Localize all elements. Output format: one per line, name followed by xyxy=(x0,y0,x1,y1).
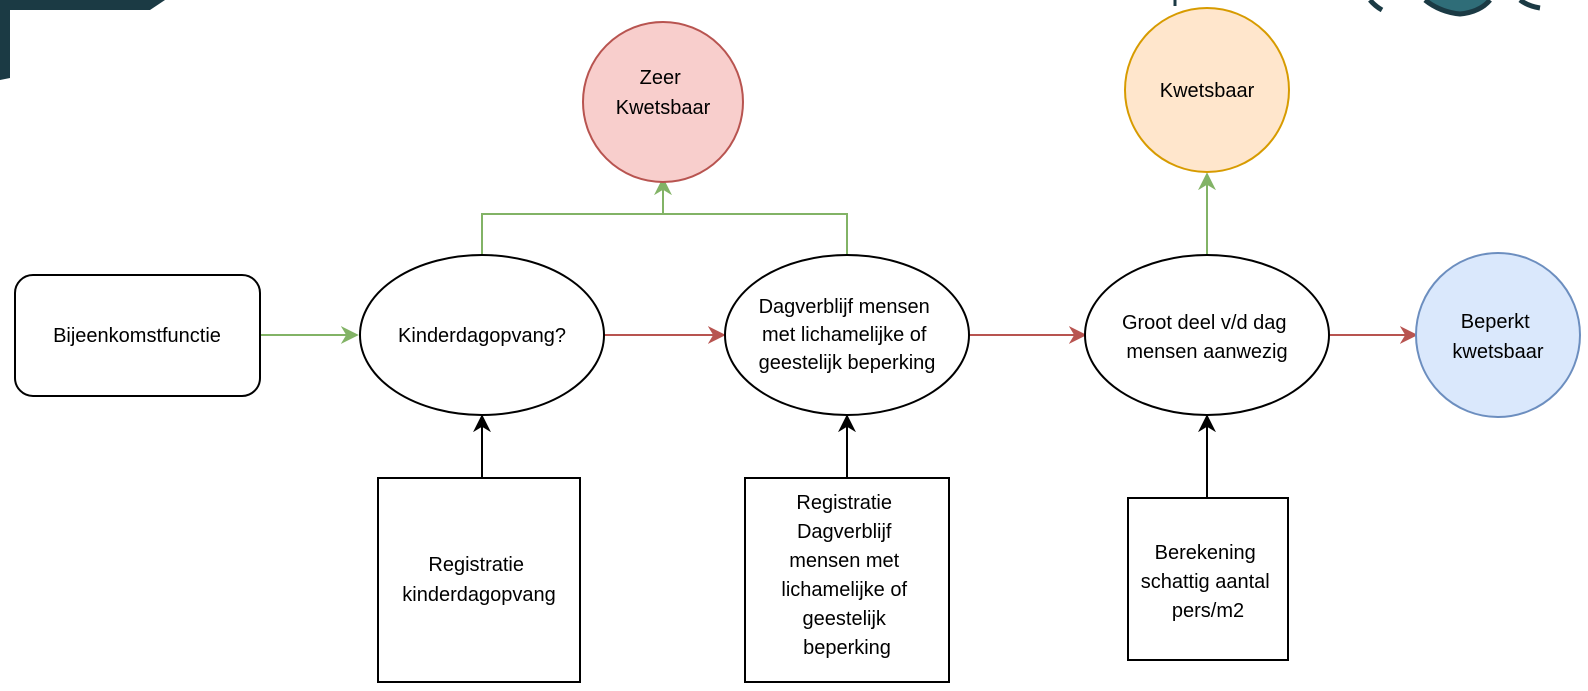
source-registratie-kinderdagopvang: Registratie kinderdagopvang xyxy=(377,477,581,683)
outcome-zeer-kwetsbaar-label: Zeer Kwetsbaar xyxy=(616,67,711,119)
connector-q1-q2-zeer xyxy=(481,213,848,256)
outcome-zeer-kwetsbaar: Zeer Kwetsbaar xyxy=(582,21,744,183)
top-right-decoration xyxy=(1173,0,1541,17)
outcome-kwetsbaar-label: Kwetsbaar xyxy=(1160,80,1255,102)
source-registratie-dagverblijf: Registratie Dagverblijf mensen met licha… xyxy=(744,477,950,683)
start-node-label: Bijeenkomstfunctie xyxy=(53,325,221,347)
decision-dagverblijf: Dagverblijf mensen met lichamelijke of g… xyxy=(724,254,970,416)
corner-decoration xyxy=(0,0,165,80)
decision-groot-deel-label: Groot deel v/d dag mensen aanwezig xyxy=(1122,312,1292,363)
source-registratie-kinderdagopvang-label: Registratie kinderdagopvang xyxy=(402,554,555,606)
source-berekening: Berekening schattig aantal pers/m2 xyxy=(1127,497,1289,661)
source-registratie-dagverblijf-label: Registratie Dagverblijf mensen met licha… xyxy=(781,492,912,659)
source-berekening-label: Berekening schattig aantal pers/m2 xyxy=(1141,542,1276,622)
start-node: Bijeenkomstfunctie xyxy=(14,274,261,397)
decision-groot-deel: Groot deel v/d dag mensen aanwezig xyxy=(1084,254,1330,416)
outcome-kwetsbaar: Kwetsbaar xyxy=(1124,7,1290,173)
connectors xyxy=(260,172,1418,498)
outcome-beperkt-kwetsbaar: Beperkt kwetsbaar xyxy=(1415,252,1581,418)
outcome-beperkt-kwetsbaar-label: Beperkt kwetsbaar xyxy=(1452,311,1543,363)
decision-kinderdagopvang: Kinderdagopvang? xyxy=(359,254,605,416)
decision-dagverblijf-label: Dagverblijf mensen met lichamelijke of g… xyxy=(759,296,936,374)
decision-kinderdagopvang-label: Kinderdagopvang? xyxy=(398,325,566,347)
